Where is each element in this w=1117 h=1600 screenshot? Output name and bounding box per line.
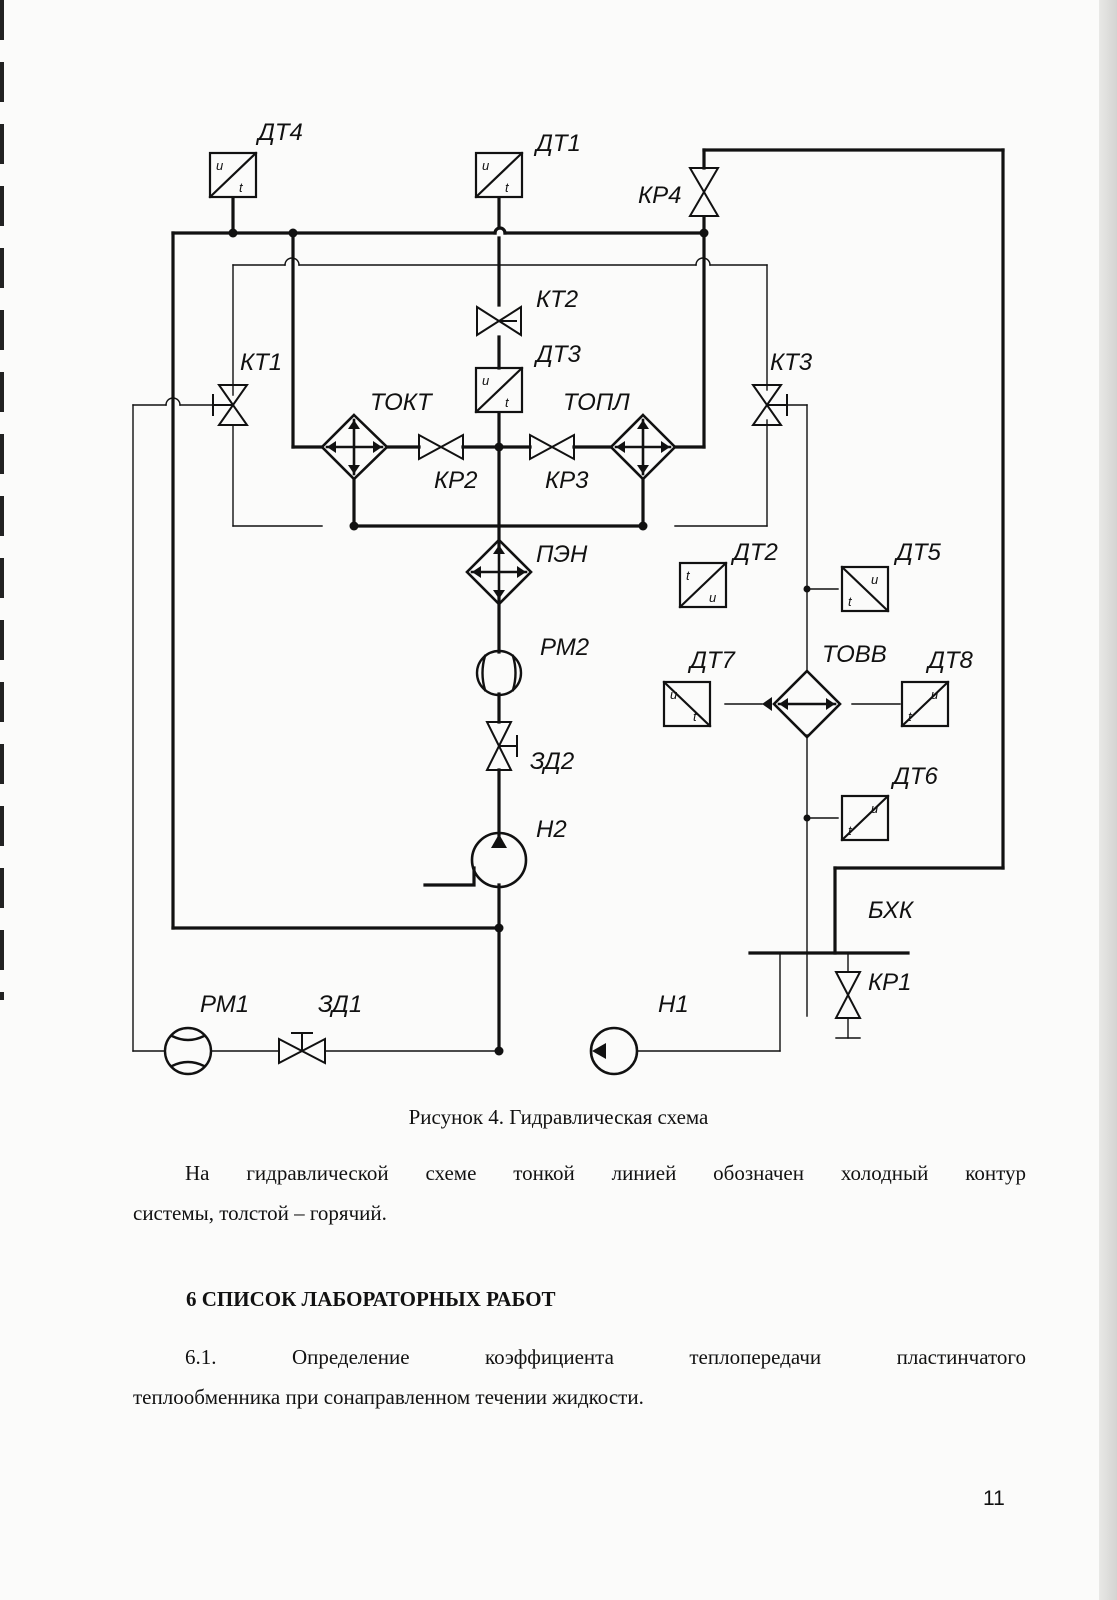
sensor-u-letter: u bbox=[482, 158, 489, 173]
sensor-u-letter: u bbox=[482, 373, 489, 388]
label-zd1: ЗД1 bbox=[318, 991, 362, 1018]
sensor-t-letter: t bbox=[848, 594, 853, 609]
sensor-u-letter: u bbox=[216, 158, 223, 173]
label-kr1: КР1 bbox=[868, 969, 912, 996]
paragraph-line: системы, толстой – горячий. bbox=[133, 1201, 387, 1225]
label-n1: Н1 bbox=[658, 991, 689, 1018]
paragraph-line: 6.1. Определение коэффициента теплоперед… bbox=[185, 1345, 1026, 1369]
sensor-t-letter: t bbox=[505, 395, 510, 410]
flow-meters bbox=[163, 649, 523, 1076]
sensor-u-letter: u bbox=[871, 572, 878, 587]
cold-circuit-lines bbox=[132, 257, 901, 1052]
label-dt3: ДТ3 bbox=[533, 341, 582, 368]
label-kt3: КТ3 bbox=[770, 349, 813, 376]
label-rm1: РМ1 bbox=[200, 991, 249, 1018]
pumps bbox=[470, 831, 639, 1076]
label-rm2: РМ2 bbox=[540, 634, 589, 661]
label-kr2: КР2 bbox=[434, 467, 478, 494]
paragraph-diagram-note: На гидравлической схеме тонкой линией об… bbox=[133, 1153, 1026, 1233]
sensor-u-letter: u bbox=[871, 801, 878, 816]
label-dt4: ДТ4 bbox=[255, 119, 303, 146]
label-topl: ТОПЛ bbox=[563, 389, 630, 416]
label-dt5: ДТ5 bbox=[893, 539, 942, 566]
figure-caption: Рисунок 4. Гидравлическая схема bbox=[408, 1105, 709, 1129]
label-kt2: КТ2 bbox=[536, 286, 578, 313]
sensor-t-letter: t bbox=[848, 823, 853, 838]
sensors bbox=[208, 151, 950, 842]
label-tovv: ТОВВ bbox=[822, 641, 887, 668]
sensor-t-letter: t bbox=[908, 709, 913, 724]
sensor-t-letter: t bbox=[239, 180, 244, 195]
sensor-t-letter: t bbox=[505, 180, 510, 195]
page-edge-shadow bbox=[1099, 0, 1117, 1600]
sensor-u-letter: u bbox=[931, 687, 938, 702]
sensor-u-letter: u bbox=[670, 687, 677, 702]
label-dt6: ДТ6 bbox=[890, 763, 939, 790]
sensor-u-letter: u bbox=[709, 590, 716, 605]
hot-circuit-lines bbox=[171, 148, 1005, 1053]
label-kr3: КР3 bbox=[545, 467, 589, 494]
label-bhk: БХК bbox=[868, 897, 915, 924]
binding-marks bbox=[0, 0, 4, 1000]
label-kt1: КТ1 bbox=[240, 349, 282, 376]
sensor-t-letter: t bbox=[693, 709, 698, 724]
page-number: 11 bbox=[983, 1487, 1005, 1510]
paragraph-line: На гидравлической схеме тонкой линией об… bbox=[185, 1161, 1026, 1185]
hydraulic-diagram: u t u t u t t u u t u t u t u t ДТ4 ДТ1 … bbox=[132, 119, 1005, 1076]
label-tokt: ТОКТ bbox=[370, 389, 434, 416]
heat-exchangers bbox=[320, 413, 842, 739]
label-kr4: КР4 bbox=[638, 182, 682, 209]
label-dt2: ДТ2 bbox=[730, 539, 778, 566]
junction-dots bbox=[228, 228, 811, 1056]
paragraph-line: теплообменника при сонаправленном течени… bbox=[133, 1385, 644, 1409]
valves bbox=[212, 167, 862, 1065]
label-dt1: ДТ1 bbox=[533, 130, 581, 157]
label-dt7: ДТ7 bbox=[687, 647, 737, 674]
label-n2: Н2 bbox=[536, 816, 567, 843]
label-dt8: ДТ8 bbox=[925, 647, 974, 674]
label-pen: ПЭН bbox=[536, 541, 588, 568]
paragraph-lab-list: 6.1. Определение коэффициента теплоперед… bbox=[133, 1337, 1026, 1417]
section-heading: 6 СПИСОК ЛАБОРАТОРНЫХ РАБОТ bbox=[186, 1287, 556, 1311]
label-zd2: ЗД2 bbox=[530, 748, 574, 775]
sensor-t-letter: t bbox=[686, 568, 691, 583]
